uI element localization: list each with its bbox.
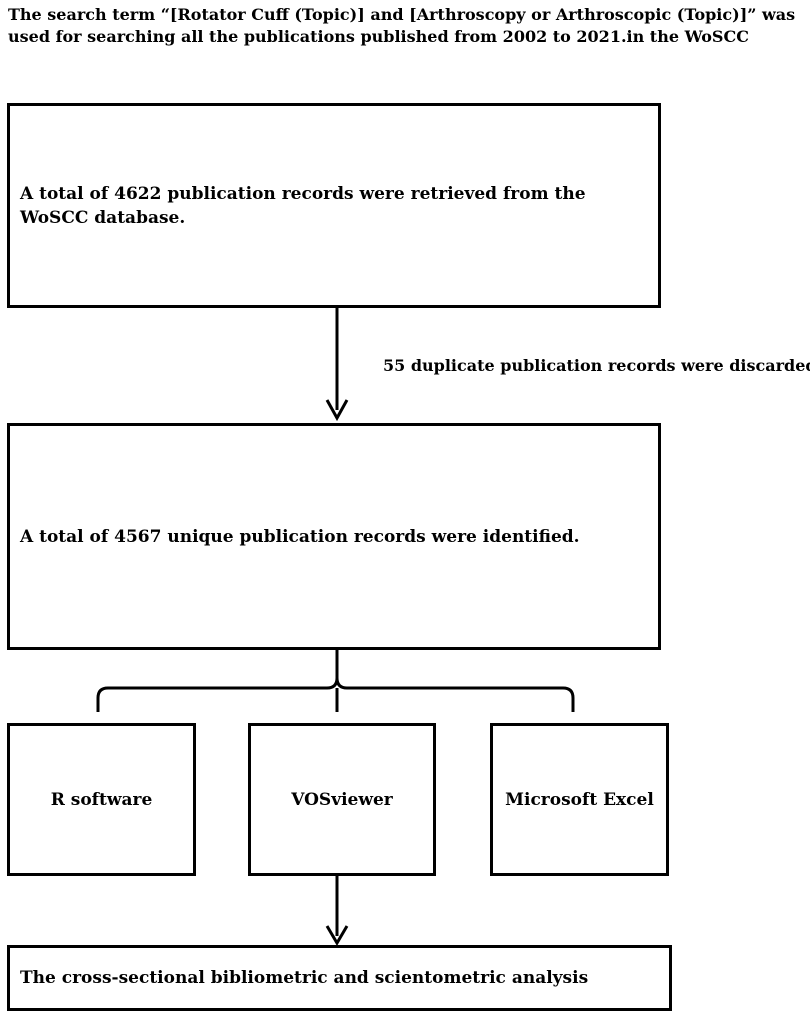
analysis-box: The cross-sectional bibliometric and sci…	[7, 945, 672, 1011]
unique-records-box: A total of 4567 unique publication recor…	[7, 423, 661, 650]
r-software-box: R software	[7, 723, 196, 876]
microsoft-excel-label: Microsoft Excel	[505, 789, 654, 810]
unique-records-text: A total of 4567 unique publication recor…	[20, 526, 580, 547]
arrow-head-analysis	[325, 925, 349, 946]
r-software-label: R software	[50, 789, 153, 810]
vosviewer-box: VOSviewer	[248, 723, 436, 876]
duplicates-note: 55 duplicate publication records were di…	[383, 356, 810, 375]
retrieved-records-text: A total of 4622 publication records were…	[20, 183, 586, 228]
bracket-split	[96, 650, 575, 712]
analysis-text: The cross-sectional bibliometric and sci…	[20, 968, 589, 988]
search-description: The search term “[Rotator Cuff (Topic)] …	[8, 5, 796, 46]
arrow-head-duplicates	[325, 399, 349, 422]
retrieved-records-box: A total of 4622 publication records were…	[7, 103, 661, 308]
microsoft-excel-box: Microsoft Excel	[490, 723, 669, 876]
vosviewer-label: VOSviewer	[291, 789, 393, 810]
